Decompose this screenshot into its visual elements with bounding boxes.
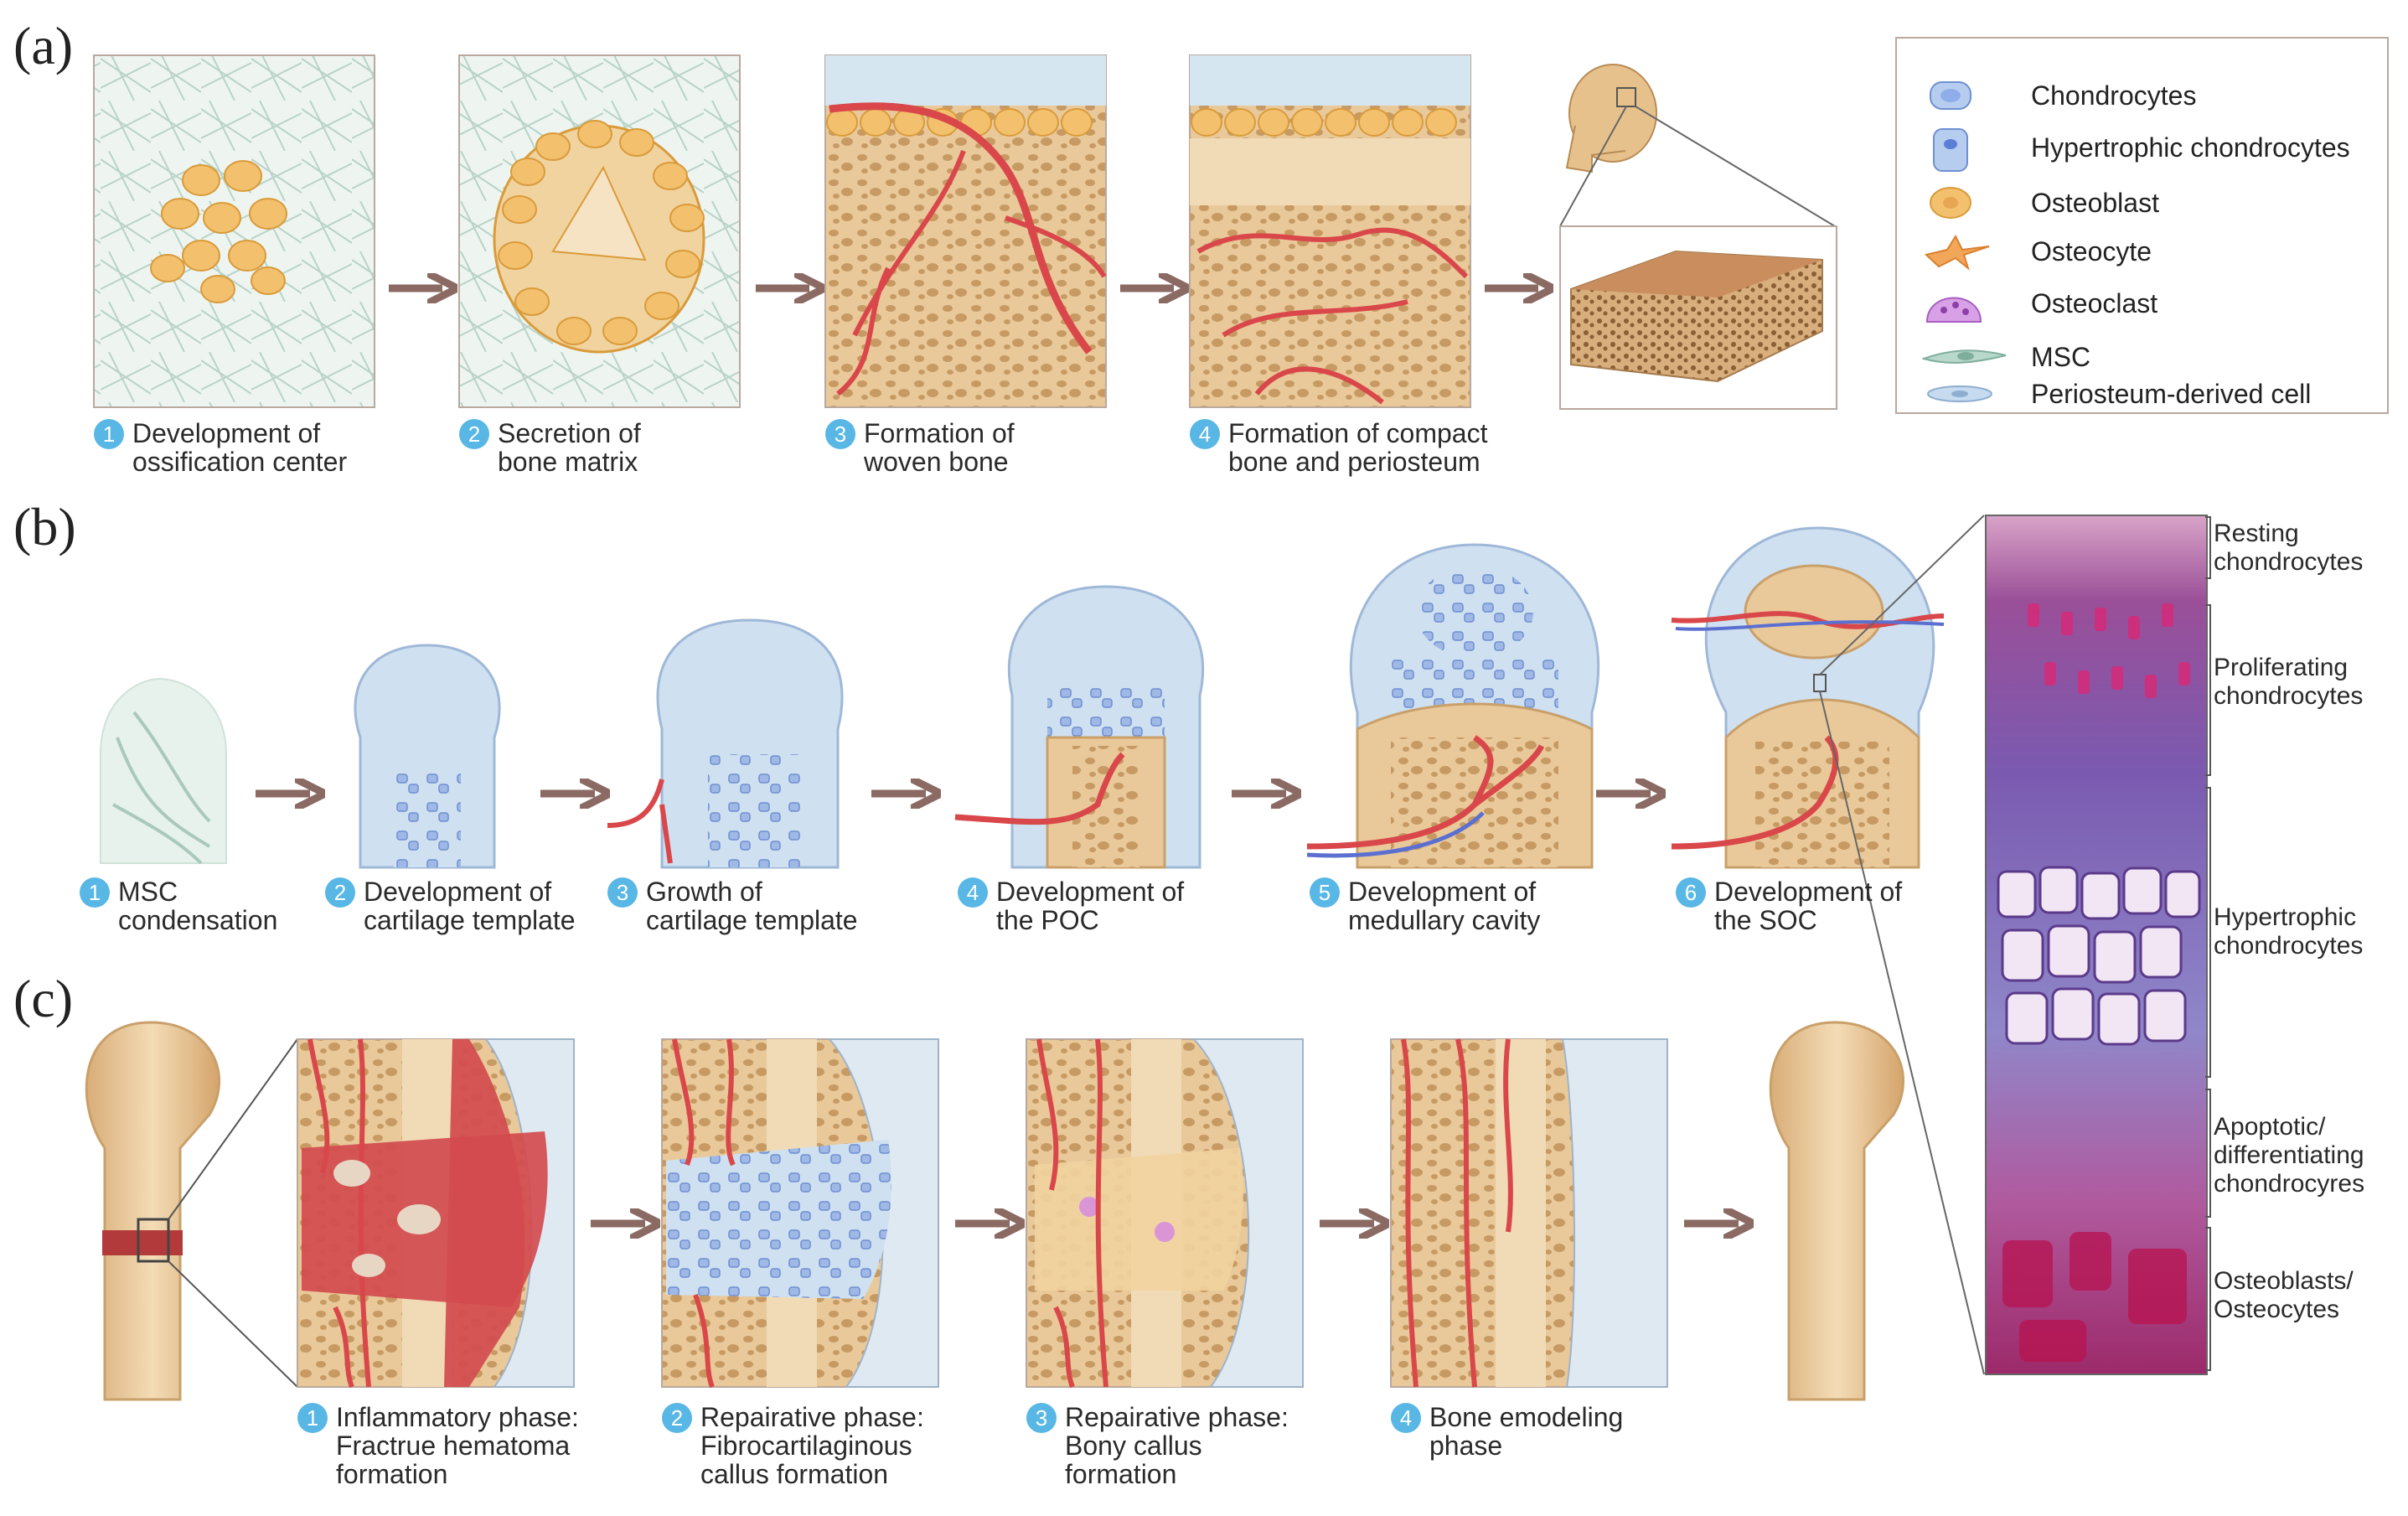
step-number-badge: 5 <box>1310 877 1340 908</box>
soc-illustration <box>1671 515 1985 1375</box>
legend-item-hypertrophic-chondrocytes: Hypertrophic chondrocytes <box>1897 126 2387 172</box>
step-number-badge: 3 <box>825 419 855 449</box>
hematoma-illustration <box>297 1038 575 1389</box>
bone-remodeling-illustration <box>1390 1038 1668 1388</box>
cell-type-legend: Chondrocytes Hypertrophic chondrocytes O… <box>1895 37 2389 414</box>
fibrocartilaginous-callus-illustration <box>661 1038 939 1389</box>
compact-bone-illustration <box>1189 54 1471 408</box>
osteoclast-icon <box>1925 297 1982 323</box>
periosteum-cell-icon <box>1927 385 1992 402</box>
cartilage-growth-illustration <box>607 618 844 869</box>
osteoblast-icon <box>1930 187 1971 219</box>
legend-item-msc: MSC <box>1897 335 2387 377</box>
osteocyte-icon <box>1924 234 1990 271</box>
step-number-badge: 3 <box>607 877 638 908</box>
panel-b <box>100 515 1985 1375</box>
legend-item-osteoclast: Osteoclast <box>1897 282 2387 323</box>
skull-illustration <box>1559 64 1837 410</box>
legend-item-chondrocytes: Chondrocytes <box>1897 74 2387 116</box>
msc-icon <box>1922 349 2007 364</box>
legend-item-osteoblast: Osteoblast <box>1897 181 2387 223</box>
legend-item-periosteum-derived-cell: Periosteum-derived cell <box>1897 377 2387 419</box>
panel-label-a: (a) <box>13 16 74 75</box>
step-number-badge: 4 <box>1190 419 1220 449</box>
panel-label-c: (c) <box>13 969 74 1028</box>
healed-femur-illustration <box>1769 1021 1904 1401</box>
fractured-femur-illustration <box>85 1021 298 1401</box>
legend-item-osteocyte: Osteocyte <box>1897 230 2387 272</box>
step-number-badge: 1 <box>80 877 110 908</box>
zone-label-osteoblasts: Osteoblasts/ Osteocytes <box>2214 1267 2354 1323</box>
poc-illustration <box>954 585 1205 869</box>
step-number-badge: 6 <box>1676 877 1706 908</box>
panel-a <box>93 54 1837 410</box>
woven-bone-illustration <box>824 54 1107 408</box>
step-number-badge: 2 <box>325 877 355 908</box>
zone-label-proliferating: Proliferating chondrocytes <box>2214 654 2364 710</box>
step-number-badge: 4 <box>958 877 988 908</box>
hypertrophic-chondrocyte-icon <box>1933 128 1968 172</box>
msc-condensation-illustration <box>100 677 227 865</box>
cartilage-template-illustration <box>354 644 501 869</box>
panel-label-b: (b) <box>13 497 76 556</box>
step-number-badge: 1 <box>94 419 124 449</box>
zone-label-apoptotic: Apoptotic/ differentiating chondrocyres <box>2214 1113 2365 1198</box>
zone-label-hypertrophic: Hypertrophic chondrocytes <box>2214 903 2364 960</box>
panel-c <box>85 1021 1904 1401</box>
ossification-center-illustration <box>93 54 375 408</box>
bony-callus-illustration <box>1026 1038 1304 1389</box>
zone-label-resting: Resting chondrocytes <box>2214 520 2364 576</box>
growth-plate-histology <box>1985 515 2211 1375</box>
step-number-badge: 2 <box>662 1403 692 1433</box>
medullary-cavity-illustration <box>1306 543 1600 869</box>
step-number-badge: 4 <box>1391 1403 1421 1433</box>
chondrocyte-icon <box>1930 81 1971 110</box>
bone-matrix-illustration <box>458 54 741 408</box>
step-number-badge: 2 <box>459 419 489 449</box>
step-number-badge: 1 <box>297 1403 328 1433</box>
step-number-badge: 3 <box>1026 1403 1057 1433</box>
